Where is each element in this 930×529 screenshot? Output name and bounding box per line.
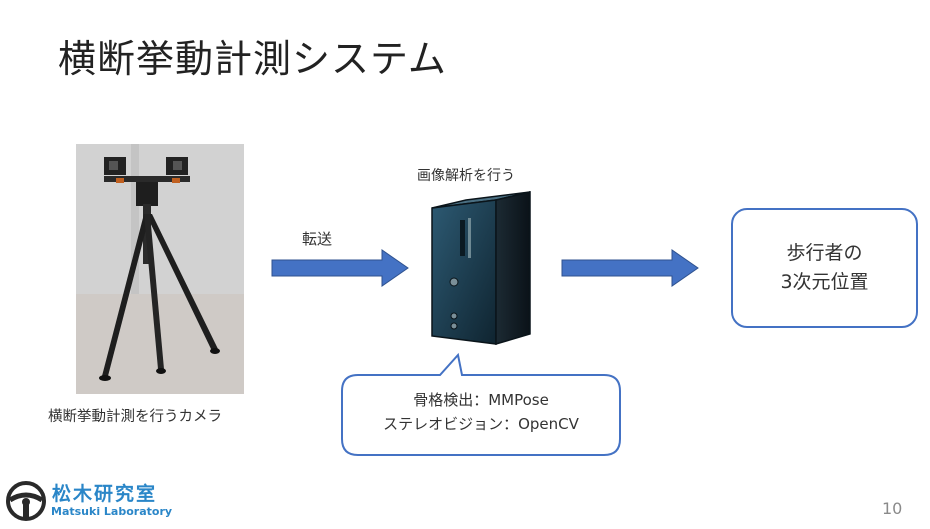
result-box: 歩行者の 3次元位置 xyxy=(731,208,918,328)
page-number: 10 xyxy=(882,499,903,518)
methods-line-2: ステレオビジョン：OpenCV xyxy=(383,415,579,433)
result-line-1: 歩行者の xyxy=(786,242,863,264)
analysis-label: 画像解析を行う xyxy=(417,168,515,184)
result-line-2: 3次元位置 xyxy=(780,271,869,293)
lab-logo xyxy=(6,481,46,521)
transfer-arrow-icon xyxy=(271,249,409,287)
slide-title: 横断挙動計測システム xyxy=(58,37,447,81)
methods-text: 骨格検出：MMPose ステレオビジョン：OpenCV xyxy=(340,388,622,436)
result-arrow-icon xyxy=(561,249,699,287)
camera-caption: 横断挙動計測を行うカメラ xyxy=(48,409,222,425)
lab-name: 松木研究室 xyxy=(52,483,158,505)
camera-tripod-photo xyxy=(76,144,244,394)
computer-tower-icon xyxy=(431,191,531,346)
methods-callout xyxy=(341,353,621,456)
lab-subtitle: Matsuki Laboratory xyxy=(51,505,173,518)
methods-line-1: 骨格検出：MMPose xyxy=(413,391,549,409)
transfer-label: 転送 xyxy=(302,230,333,248)
